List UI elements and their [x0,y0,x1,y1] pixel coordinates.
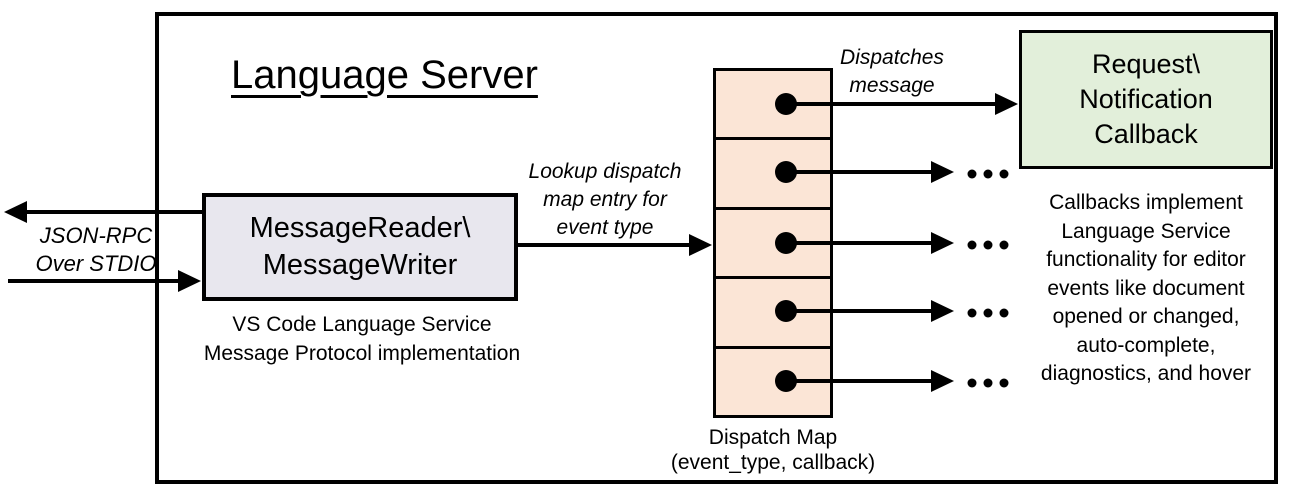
json-rpc-stdio-label: JSON-RPC Over STDIO [35,223,157,276]
dispatch-map-cell [716,345,830,415]
dispatches-message-label: Dispatches message [840,46,944,97]
message-reader-writer-box: MessageReader\ MessageWriter [202,193,518,301]
callbacks-note: Callbacks implement Language Service fun… [1040,191,1252,385]
request-notification-callback-box: Request\ Notification Callback [1019,30,1273,169]
dispatch-map-cell [716,206,830,276]
dispatch-map-cell [716,137,830,206]
dispatch-map-caption: Dispatch Map (event_type, callback) [670,426,876,474]
dispatch-map-cell [716,276,830,345]
dispatch-map-box [713,68,833,418]
message-reader-writer-label: MessageReader\ MessageWriter [249,212,471,281]
lookup-dispatch-label: Lookup dispatch map entry for event type [528,160,682,239]
reader-caption: VS Code Language Service Message Protoco… [203,313,521,365]
diagram-title: Language Server [231,53,538,97]
request-notification-callback-label: Request\ Notification Callback [1079,49,1213,149]
